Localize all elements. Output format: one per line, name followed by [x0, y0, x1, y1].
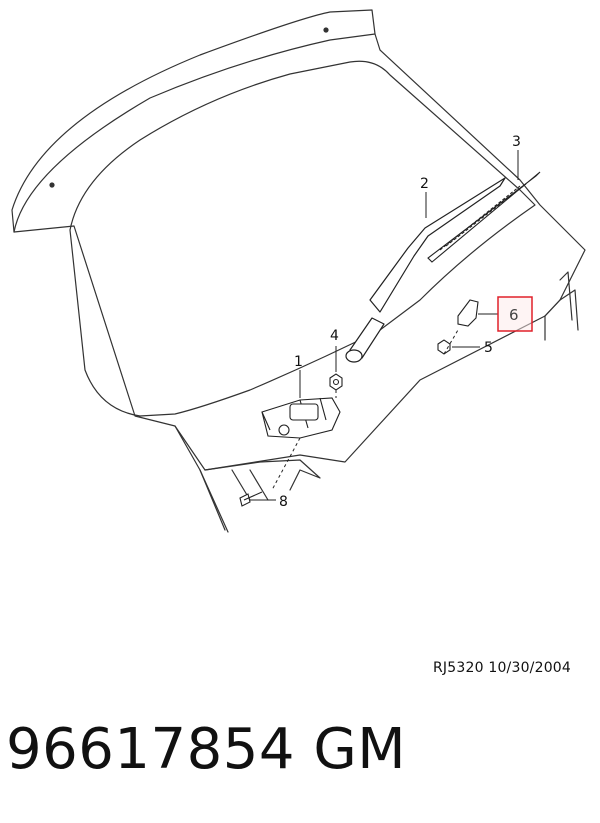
- washer-nozzle: [457, 299, 479, 327]
- rear-window-glass: [69, 60, 536, 417]
- callout-5: 5: [484, 340, 493, 356]
- drawing-reference: RJ5320 10/30/2004: [433, 660, 572, 676]
- callout-4: 4: [330, 328, 339, 344]
- lock-cutout: [204, 459, 321, 491]
- part-number-title: 96617854 GM: [6, 717, 407, 782]
- wiper-arm: [345, 177, 506, 363]
- wiper-motor: [261, 397, 341, 439]
- washer-nut: [437, 339, 451, 355]
- callout-3: 3: [512, 134, 521, 150]
- mounting-bolt: [239, 491, 263, 507]
- callout-1: 1: [294, 354, 303, 370]
- callout-2: 2: [420, 176, 429, 192]
- wiper-blade: [427, 171, 541, 263]
- tailgate-outline: [11, 9, 586, 533]
- callout-8: 8: [279, 494, 288, 510]
- highlight-box: [497, 296, 533, 332]
- arm-nut: [329, 373, 343, 391]
- callout-6: 6: [509, 306, 519, 324]
- tailgate-wiper-diagram: 1 2 3 4 5 6 8: [11, 9, 586, 533]
